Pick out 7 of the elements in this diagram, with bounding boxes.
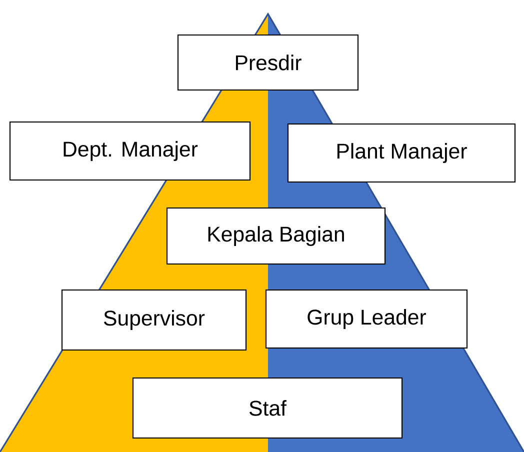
title-box: Presdir bbox=[177, 34, 359, 91]
title-box: Grup Leader bbox=[265, 289, 468, 349]
title-box: Staf bbox=[132, 377, 403, 439]
title-box: Supervisor bbox=[61, 289, 247, 351]
title-box: Dept. Manajer bbox=[9, 121, 251, 181]
title-box: Kepala Bagian bbox=[166, 207, 386, 265]
title-box: Plant Manajer bbox=[287, 123, 516, 183]
